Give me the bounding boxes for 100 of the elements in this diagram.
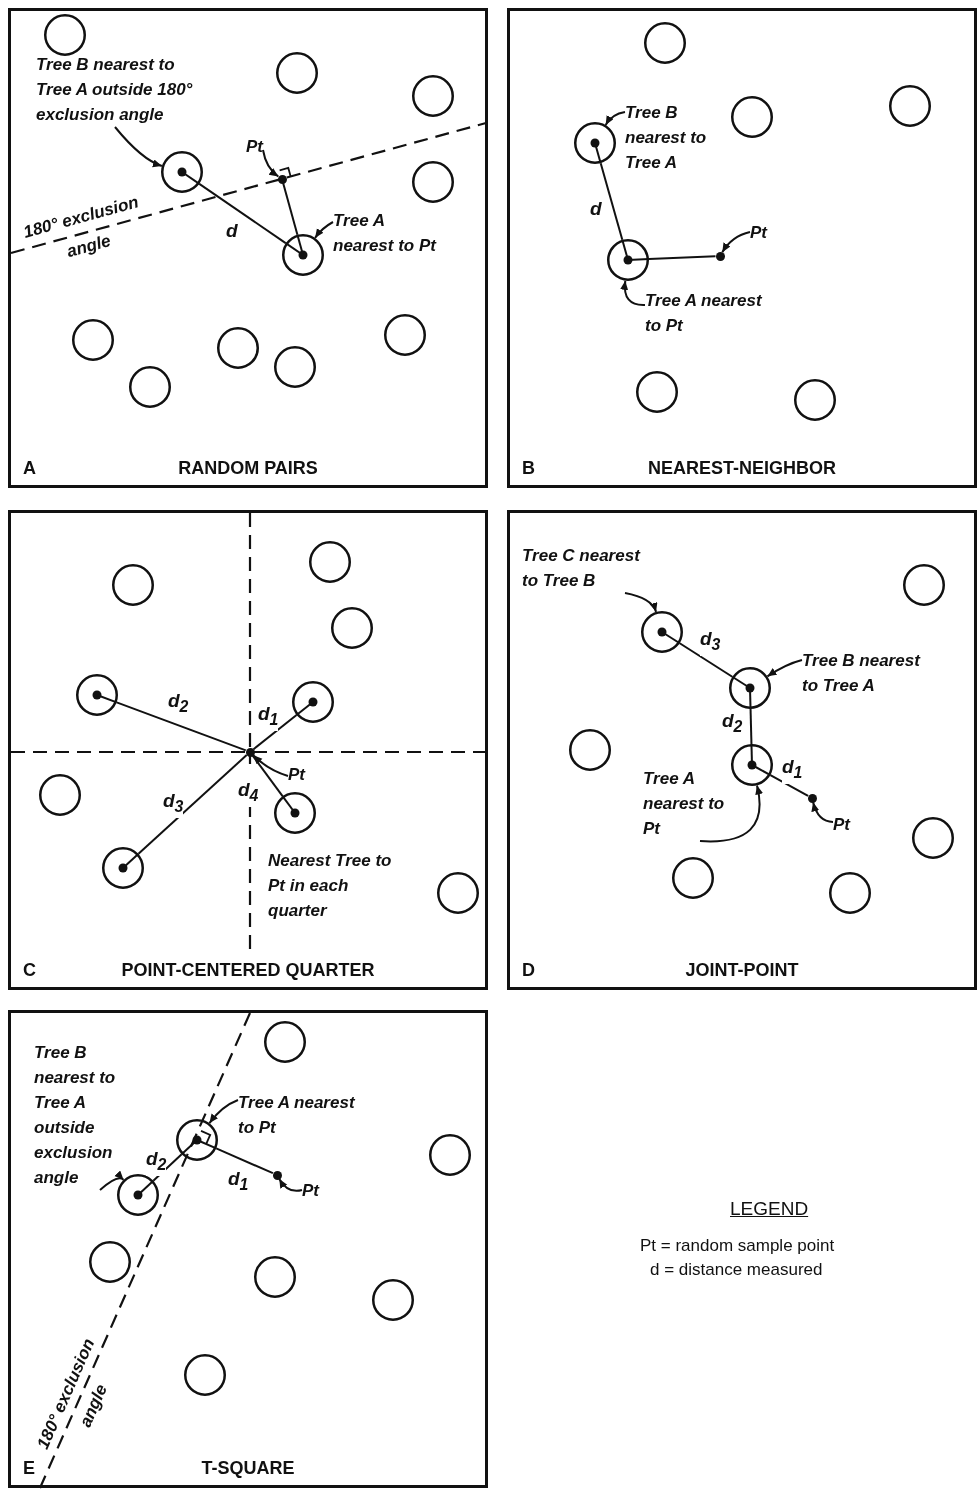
callout-text: Pt (288, 762, 305, 787)
distance-line (215, 1147, 274, 1175)
tree-circle (129, 366, 171, 408)
tree-circle (429, 1134, 471, 1176)
tree-circle (412, 75, 454, 117)
tree-circle (607, 239, 649, 281)
tree-circle (731, 744, 773, 786)
tree-circle (729, 667, 771, 709)
callout-text: Pt (246, 134, 263, 159)
distance-line (769, 774, 810, 797)
tree-circle (76, 674, 118, 716)
leader-line (99, 1171, 125, 1191)
tree-circle (889, 85, 931, 127)
panel-title: NEAREST-NEIGHBOR (648, 458, 836, 478)
tree-circle (89, 1241, 131, 1283)
note: Nearest Tree to Pt in each quarter (268, 850, 393, 922)
panel-letter: D (522, 960, 535, 981)
callout-text: Tree C nearest to Tree B (522, 543, 657, 593)
tree-circle (372, 1279, 414, 1321)
tree-circle (292, 681, 334, 723)
distance-line (599, 162, 624, 241)
panel-letter: B (522, 458, 535, 479)
tree-circle (641, 611, 683, 653)
distance-line (648, 255, 717, 261)
callout-text: Pt (750, 220, 767, 245)
tree-circle (384, 314, 426, 356)
legend-entry: Pt = random sample point (640, 1236, 835, 1256)
panel-title: POINT-CENTERED QUARTER (121, 960, 375, 980)
callout-text: Tree B nearest to Tree A outside 180° exclusion angle (36, 52, 206, 127)
tree-circle (276, 52, 318, 94)
distance-line (282, 182, 299, 236)
leader-line (811, 801, 834, 823)
leader-line (252, 754, 289, 777)
tree-circle (636, 371, 678, 413)
distance-line (115, 701, 247, 752)
leader-line (262, 149, 280, 178)
leader-line (699, 784, 763, 843)
tree-circle (309, 541, 351, 583)
leader-line (721, 231, 751, 254)
tree-circle (672, 857, 714, 899)
legend-entry: d = distance measured (650, 1260, 823, 1280)
tree-circle (274, 346, 316, 388)
distance-line (251, 754, 284, 798)
leader-line (208, 1099, 239, 1125)
callout-text: Tree B nearest to Tree A (625, 100, 725, 175)
tree-circle (254, 1256, 296, 1298)
tree-circle (217, 327, 259, 369)
distance-line (678, 642, 734, 678)
callout-text: Tree A nearest to Pt (238, 1090, 363, 1140)
tree-circle (72, 319, 114, 361)
tree-circle (117, 1174, 159, 1216)
tree-circle (112, 564, 154, 606)
tree-circle (331, 607, 373, 649)
distance-line (198, 182, 287, 245)
panel-letter: C (23, 960, 36, 981)
tree-circle (829, 872, 871, 914)
tree-circle (903, 564, 945, 606)
panel-frame (8, 510, 488, 990)
distance-line (252, 714, 298, 751)
sample-point (272, 1170, 282, 1180)
panel-frame (8, 8, 488, 488)
tree-circle (282, 234, 324, 276)
leader-line (114, 126, 163, 167)
tree-circle (574, 122, 616, 164)
callout-text: Tree A nearest to Pt (643, 766, 738, 841)
distance-line (749, 708, 753, 745)
tree-circle (437, 872, 479, 914)
leader-line (278, 1177, 303, 1192)
leader-line (766, 659, 803, 678)
tree-circle (44, 14, 86, 56)
panel-title: JOINT-POINT (685, 960, 799, 980)
tree-circle (264, 1021, 306, 1063)
leader-line (620, 279, 646, 306)
tree-circle (176, 1119, 218, 1161)
distance-line (137, 754, 248, 855)
tree-circle (912, 817, 954, 859)
panel-title: RANDOM PAIRS (178, 458, 318, 478)
sample-point (277, 174, 287, 184)
tree-circle (731, 96, 773, 138)
tree-circle (274, 792, 316, 834)
tree-circle (794, 379, 836, 421)
callout-text: Tree A nearest to Pt (333, 208, 438, 258)
tree-circle (412, 161, 454, 203)
callout-text: Tree B nearest to Tree A outside exclusion angle (34, 1040, 134, 1190)
panel-frame (8, 1010, 488, 1488)
panel-letter: A (23, 458, 36, 479)
tree-circle (569, 729, 611, 771)
callout-text: Pt (302, 1178, 319, 1203)
tree-circle (644, 22, 686, 64)
panel-frame (507, 510, 977, 990)
legend-title: LEGEND (730, 1198, 809, 1220)
distance-line (152, 1153, 183, 1182)
callout-text: Pt (833, 812, 850, 837)
sample-point (715, 251, 725, 261)
panel-title: T-SQUARE (201, 1458, 295, 1478)
callout-text: Tree A nearest to Pt (645, 288, 780, 338)
tree-circle (184, 1354, 226, 1396)
sample-point (807, 793, 817, 803)
callout-text: Tree B nearest to Tree A (802, 648, 937, 698)
panel-frame (507, 8, 977, 488)
